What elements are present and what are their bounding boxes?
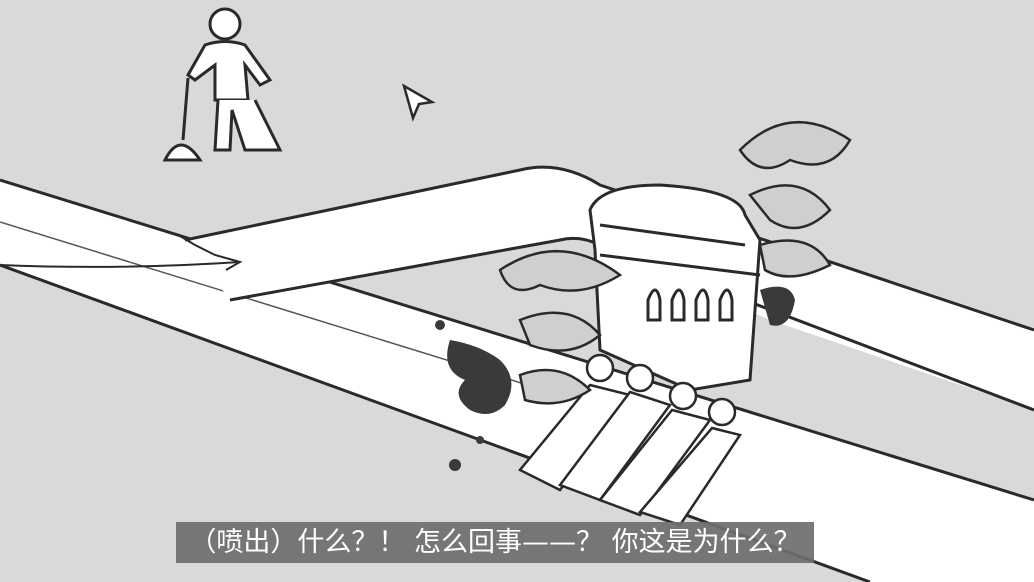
switch-arrow-icon[interactable] <box>179 235 243 271</box>
swirl-effects <box>498 121 852 405</box>
victims <box>518 353 743 527</box>
lever-man[interactable] <box>162 7 283 162</box>
mouse-cursor-icon <box>401 83 436 122</box>
splatter <box>435 286 795 471</box>
trolley <box>588 183 762 392</box>
subtitle-text: （喷出）什么？！ 怎么回事——？ 你这是为什么？ <box>176 522 814 563</box>
